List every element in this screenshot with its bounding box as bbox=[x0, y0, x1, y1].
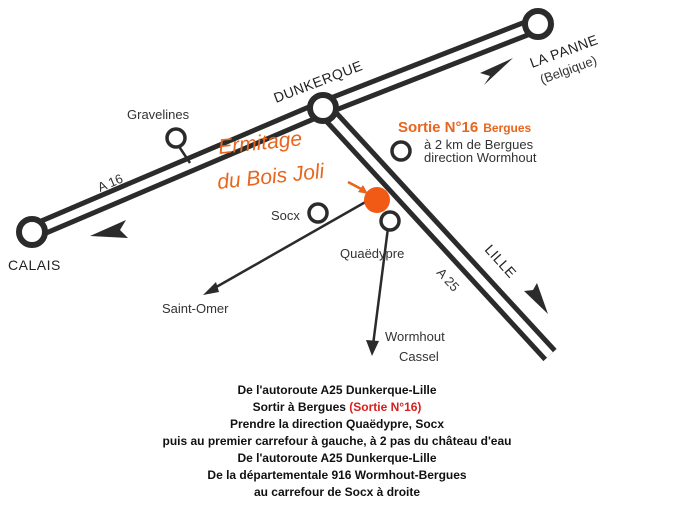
dunkerque-interchange bbox=[307, 92, 339, 124]
socx-marker bbox=[307, 202, 329, 224]
exit-16-marker bbox=[390, 140, 412, 162]
exit-town: Bergues bbox=[483, 121, 531, 135]
saint-omer-label: Saint-Omer bbox=[162, 301, 229, 316]
directions-line2: Sortir à Bergues (Sortie N°16) bbox=[0, 399, 674, 416]
quaedypre-label: Quaëdypre bbox=[340, 246, 404, 261]
wormhout-arrow-icon bbox=[366, 340, 379, 356]
arrow-to-lille-icon bbox=[524, 283, 548, 314]
map-title-line1: Ermitage bbox=[217, 127, 303, 159]
directions-line7: au carrefour de Socx à droite bbox=[253, 485, 421, 499]
la-panne-interchange bbox=[522, 8, 554, 40]
exit-title: Sortie N°16 Bergues bbox=[398, 119, 532, 136]
exit-highlight: (Sortie N°16) bbox=[349, 400, 422, 414]
exit-number: Sortie N°16 bbox=[398, 119, 478, 136]
wormhout-label: Wormhout bbox=[385, 329, 445, 344]
directions-line2-prefix: Sortir à Bergues bbox=[252, 400, 350, 414]
road-map: Ermitage du Bois Joli A 16 DUNKERQUE LA … bbox=[8, 8, 600, 364]
a25-highway bbox=[316, 101, 557, 362]
socx-label: Socx bbox=[271, 208, 300, 223]
map-title-line2: du Bois Joli bbox=[216, 160, 327, 194]
directions-text: De l'autoroute A25 Dunkerque-Lille Sorti… bbox=[0, 382, 674, 501]
arrow-to-la-panne-icon bbox=[480, 58, 513, 85]
ermitage-location-marker bbox=[364, 187, 390, 213]
calais-interchange bbox=[16, 216, 48, 248]
exit-line2: direction Wormhout bbox=[424, 150, 537, 165]
gravelines-label: Gravelines bbox=[127, 107, 190, 122]
exit-line1: à 2 km de Bergues bbox=[424, 137, 534, 152]
directions-line5: De l'autoroute A25 Dunkerque-Lille bbox=[237, 451, 437, 465]
cassel-label: Cassel bbox=[399, 349, 439, 364]
a25-label: A 25 bbox=[434, 265, 463, 294]
location-pointer-head-icon bbox=[358, 185, 368, 194]
calais-label: CALAIS bbox=[8, 257, 61, 273]
saint-omer-arrow-icon bbox=[203, 282, 219, 295]
gravelines-marker bbox=[165, 127, 187, 149]
arrow-to-calais-icon bbox=[90, 220, 128, 238]
quaedypre-marker bbox=[379, 210, 401, 232]
directions-line1: De l'autoroute A25 Dunkerque-Lille bbox=[237, 383, 437, 397]
directions-line3: Prendre la direction Quaëdypre, Socx bbox=[229, 417, 445, 431]
directions-line6: De la départementale 916 Wormhout-Bergue… bbox=[207, 468, 467, 482]
directions-line4: puis au premier carrefour à gauche, à 2 … bbox=[162, 434, 512, 448]
